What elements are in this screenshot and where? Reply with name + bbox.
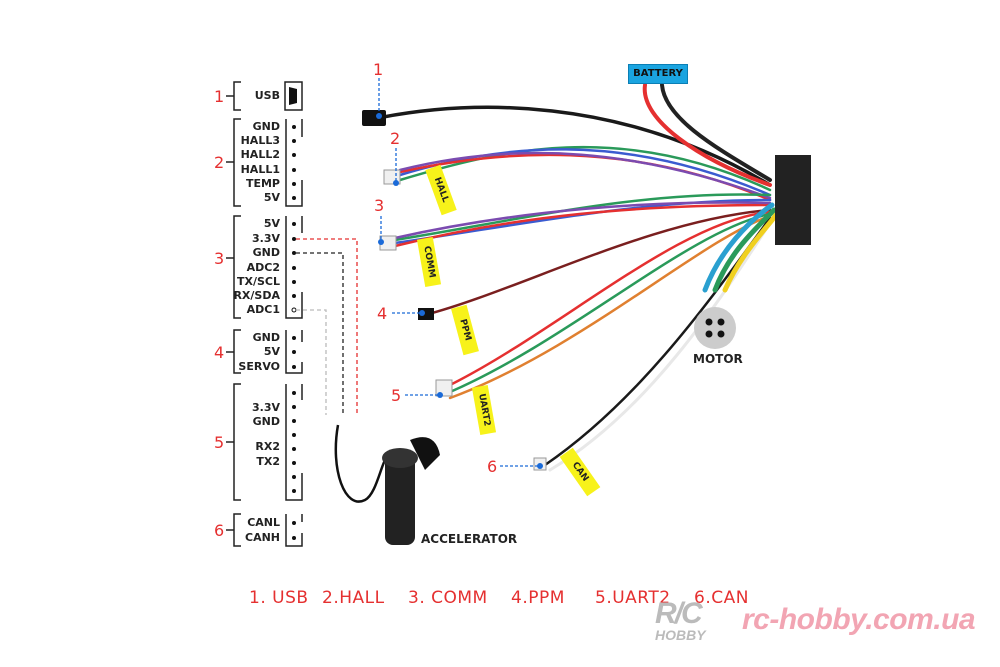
legend-comm: 3. COMM [408, 588, 488, 608]
pin-label: ADC1 [246, 303, 280, 316]
legend-uart2: 5.UART2 [595, 588, 671, 608]
pin-label: TX/SCL [236, 275, 280, 288]
pin-label: TEMP [245, 177, 280, 190]
pin-label: 3.3V [252, 232, 280, 245]
group-number-3: 3 [214, 249, 225, 268]
legend-can: 6.CAN [694, 588, 749, 608]
callout-2: 2 [390, 129, 401, 148]
pin-label: 5V [263, 191, 280, 204]
group-number-1: 1 [214, 87, 225, 106]
pin-label: HALL1 [240, 163, 280, 176]
callout-5: 5 [391, 386, 402, 405]
pin-label: RX/SDA [233, 289, 280, 302]
callout-3: 3 [374, 196, 385, 215]
watermark-site: rc-hobby.com.ua [742, 603, 976, 636]
callout-4: 4 [377, 304, 388, 323]
pin-label: GND [252, 246, 280, 259]
pin-label: RX2 [255, 440, 280, 453]
pin-label: CANL [247, 516, 280, 529]
callout-6: 6 [487, 457, 498, 476]
pin-label: 3.3V [252, 401, 280, 414]
usb-connector-icon [362, 110, 386, 126]
pin-label: TX2 [256, 455, 280, 468]
pin-label: 5V [263, 217, 280, 230]
group-number-4: 4 [214, 343, 225, 362]
brackets [226, 81, 303, 547]
pin-label: USB [254, 89, 280, 102]
accelerator-icon [382, 437, 440, 545]
pin-label: ADC2 [246, 261, 280, 274]
accelerator-label: ACCELERATOR [421, 532, 518, 546]
callout-1: 1 [373, 60, 384, 79]
esc-controller [775, 155, 811, 245]
pin-label: 5V [263, 345, 280, 358]
rc-hobby-logo: R/C HOBBY [655, 597, 706, 643]
group-number-6: 6 [214, 521, 225, 540]
pin-label: GND [252, 415, 280, 428]
battery-label: BATTERY [628, 64, 688, 84]
pin-label: GND [252, 331, 280, 344]
legend-ppm: 4.PPM [511, 588, 565, 608]
usb-port-icon [289, 87, 297, 105]
pin-dots [291, 125, 297, 540]
legend-usb: 1. USB [249, 588, 309, 608]
group-number-5: 5 [214, 433, 225, 452]
legend-hall: 2.HALL [322, 588, 385, 608]
pin-label: GND [252, 120, 280, 133]
pin-label: HALL3 [240, 134, 280, 147]
pin-label: HALL2 [240, 148, 280, 161]
group-number-2: 2 [214, 153, 225, 172]
pin-label: CANH [245, 531, 280, 544]
motor-label: MOTOR [693, 352, 743, 366]
motor-icon [694, 307, 736, 349]
pin-label: SERVO [238, 360, 280, 373]
